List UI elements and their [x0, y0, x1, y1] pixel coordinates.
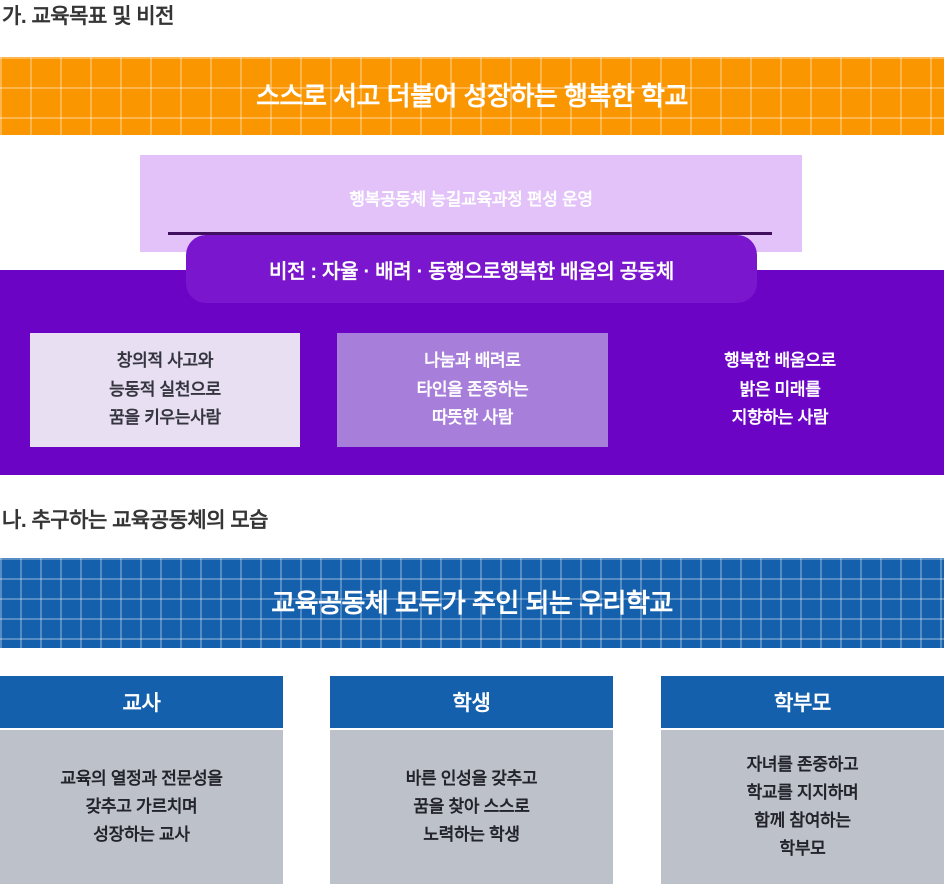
- group-body-line: 자녀를 존중하고: [746, 755, 859, 774]
- group-body-line: 갖추고 가르치며: [85, 797, 198, 816]
- talent-line: 꿈을 키우는사람: [109, 408, 221, 428]
- talent-line: 타인을 존중하는: [416, 379, 529, 399]
- talent-box-creative: 창의적 사고와 능동적 실천으로 꿈을 키우는사람: [30, 333, 300, 447]
- group-body-line: 학교를 지지하며: [746, 783, 859, 802]
- group-body-parent: 자녀를 존중하고 학교를 지지하며 함께 참여하는 학부모: [661, 730, 944, 884]
- vision-statement-label: 비전 : 자율 · 배려 · 동행으로행복한 배움의 공동체: [268, 260, 675, 283]
- group-body-line: 학부모: [779, 839, 826, 858]
- talent-line: 나눔과 배려로: [424, 351, 521, 371]
- talent-line: 행복한 배움으로: [724, 351, 836, 371]
- talent-line: 창의적 사고와: [116, 351, 214, 371]
- curriculum-box-label: 행복공동체 능길교육과정 편성 운영: [349, 190, 593, 209]
- group-body-line: 노력하는 학생: [423, 825, 520, 844]
- talent-line: 따뜻한 사람: [431, 408, 514, 428]
- group-header-teacher: 교사: [0, 676, 283, 728]
- group-header-parent: 학부모: [661, 676, 944, 728]
- group-header-student: 학생: [330, 676, 613, 728]
- talent-line: 밝은 미래를: [739, 379, 821, 399]
- vision-accent-line: [168, 232, 772, 235]
- talent-line: 지향하는 사람: [731, 408, 829, 428]
- group-body-student: 바른 인성을 갖추고 꿈을 찾아 스스로 노력하는 학생: [330, 730, 613, 884]
- group-body-line: 바른 인성을 갖추고: [405, 769, 538, 788]
- vision-statement-box: 비전 : 자율 · 배려 · 동행으로행복한 배움의 공동체: [186, 235, 757, 303]
- group-body-line: 함께 참여하는: [754, 811, 851, 830]
- talent-line: 능동적 실천으로: [109, 379, 221, 399]
- talent-box-caring: 나눔과 배려로 타인을 존중하는 따뜻한 사람: [337, 333, 608, 447]
- group-column-parent: 학부모 자녀를 존중하고 학교를 지지하며 함께 참여하는 학부모: [661, 676, 944, 884]
- section-b-heading: 나. 추구하는 교육공동체의 모습: [2, 509, 269, 532]
- community-banner: 교육공동체 모두가 주인 되는 우리학교: [0, 558, 944, 648]
- school-goal-banner: 스스로 서고 더불어 성장하는 행복한 학교: [0, 57, 944, 135]
- section-a-heading: 가. 교육목표 및 비전: [2, 5, 174, 28]
- group-body-line: 꿈을 찾아 스스로: [413, 797, 530, 816]
- talent-box-happy-learning: 행복한 배움으로 밝은 미래를 지향하는 사람: [645, 333, 915, 447]
- group-body-line: 성장하는 교사: [93, 825, 190, 844]
- group-column-teacher: 교사 교육의 열정과 전문성을 갖추고 가르치며 성장하는 교사: [0, 676, 283, 884]
- group-column-student: 학생 바른 인성을 갖추고 꿈을 찾아 스스로 노력하는 학생: [330, 676, 613, 884]
- group-body-line: 교육의 열정과 전문성을: [60, 769, 223, 788]
- group-body-teacher: 교육의 열정과 전문성을 갖추고 가르치며 성장하는 교사: [0, 730, 283, 884]
